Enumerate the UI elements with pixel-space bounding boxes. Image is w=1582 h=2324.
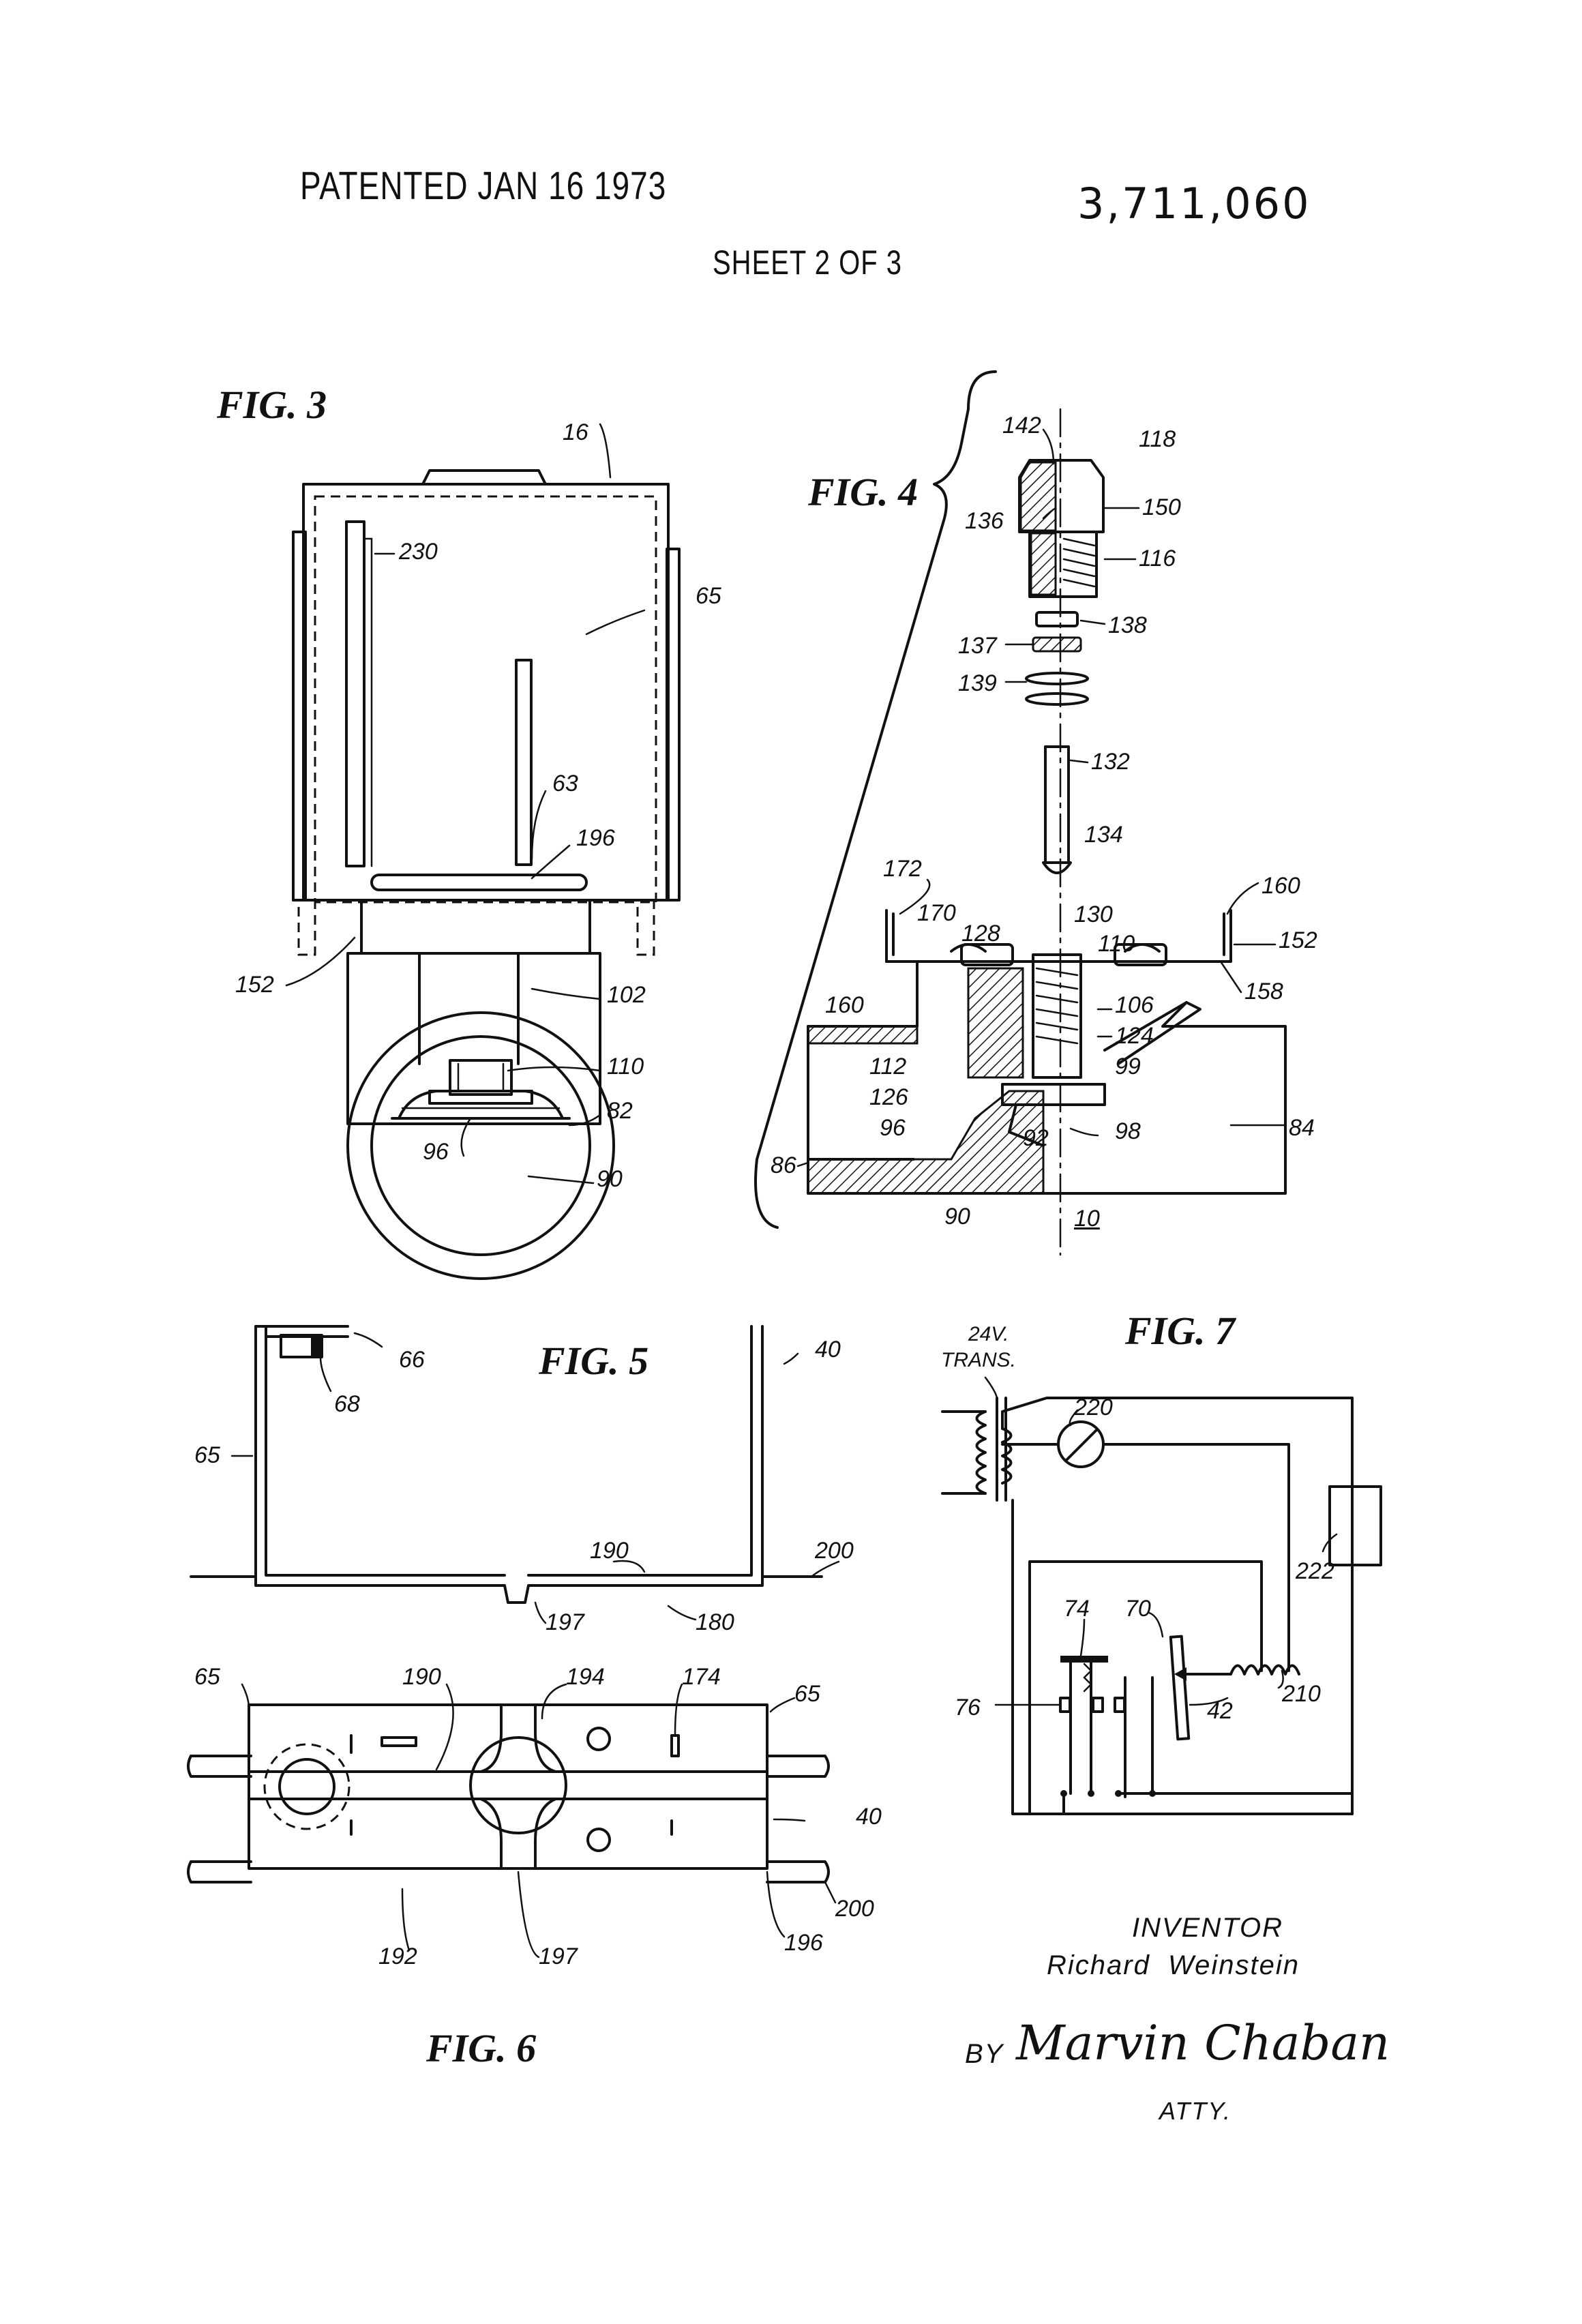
- fig5-title: FIG. 5: [539, 1339, 649, 1383]
- ref-fig4-142: 142: [1002, 413, 1041, 438]
- fig4-drawing: [754, 370, 1287, 1256]
- ref-fig7-trans: TRANS.: [941, 1349, 1017, 1371]
- ref-fig6-194: 194: [566, 1664, 605, 1690]
- ref-fig4-160: 160: [825, 992, 864, 1018]
- ref-fig4-118: 118: [1139, 426, 1176, 452]
- ref-fig4-126: 126: [869, 1084, 908, 1110]
- fig3-title: FIG. 3: [217, 383, 327, 427]
- ref-fig6-65-right: 65: [794, 1681, 820, 1707]
- ref-fig6-65-left: 65: [194, 1664, 220, 1690]
- ref-fig3-63: 63: [552, 771, 578, 796]
- fig6-title: FIG. 6: [426, 2026, 537, 2070]
- ref-fig4-116: 116: [1139, 546, 1176, 571]
- ref-fig6-174: 174: [682, 1664, 721, 1690]
- ref-fig5-180: 180: [696, 1609, 734, 1635]
- ref-fig4-150: 150: [1142, 494, 1181, 520]
- ref-fig4-130: 130: [1074, 902, 1113, 927]
- ref-fig7-70: 70: [1125, 1596, 1151, 1622]
- ref-fig3-65: 65: [696, 583, 721, 609]
- ref-fig6-190: 190: [402, 1664, 441, 1690]
- ref-fig7-24v: 24V.: [968, 1323, 1009, 1345]
- ref-fig3-230: 230: [399, 539, 438, 565]
- ref-fig4-86: 86: [771, 1152, 796, 1178]
- ref-fig3-110: 110: [607, 1054, 644, 1079]
- ref-fig4-98: 98: [1115, 1118, 1141, 1144]
- ref-fig5-68: 68: [334, 1391, 360, 1417]
- ref-fig4-96: 96: [880, 1115, 906, 1141]
- fig5-drawing: [190, 1325, 823, 1604]
- ref-fig5-200: 200: [815, 1538, 854, 1564]
- ref-fig4-138: 138: [1108, 612, 1147, 638]
- ref-fig7-220: 220: [1074, 1395, 1113, 1420]
- ref-fig4-99: 99: [1115, 1054, 1141, 1079]
- leader-lines: [230, 423, 1338, 1958]
- ref-fig4-92: 92: [1023, 1125, 1049, 1151]
- ref-fig4-10: 10: [1074, 1206, 1100, 1232]
- ref-fig7-76: 76: [955, 1695, 981, 1720]
- atty-label: ATTY.: [1159, 2097, 1232, 2125]
- ref-fig4-110: 110: [1098, 931, 1135, 957]
- patent-number: 3,711,060: [1077, 179, 1311, 228]
- ref-fig4-160-top: 160: [1262, 873, 1300, 899]
- ref-fig4-128: 128: [961, 921, 1000, 947]
- ref-fig4-124: 124: [1115, 1023, 1154, 1049]
- ref-fig4-172: 172: [883, 856, 922, 882]
- ref-fig7-222: 222: [1296, 1558, 1334, 1584]
- ref-fig4-106: 106: [1115, 992, 1154, 1018]
- ref-fig4-132: 132: [1091, 749, 1130, 775]
- ref-fig4-112: 112: [869, 1054, 907, 1079]
- fig7-title: FIG. 7: [1125, 1309, 1236, 1353]
- ref-fig6-192: 192: [378, 1943, 417, 1969]
- ref-fig6-40: 40: [856, 1804, 882, 1830]
- ref-fig4-152: 152: [1279, 927, 1317, 953]
- ref-fig3-82: 82: [607, 1098, 633, 1124]
- ref-fig5-65: 65: [194, 1442, 220, 1468]
- ref-fig4-158: 158: [1244, 979, 1283, 1004]
- ref-fig3-16: 16: [563, 419, 588, 445]
- ref-fig3-90: 90: [597, 1166, 623, 1192]
- by-label: BY: [965, 2039, 1004, 2069]
- ref-fig6-200: 200: [835, 1896, 874, 1922]
- ref-fig4-170: 170: [917, 900, 956, 926]
- ref-fig7-74: 74: [1064, 1596, 1090, 1622]
- ref-fig4-136: 136: [965, 508, 1004, 534]
- ref-fig4-134: 134: [1084, 822, 1123, 848]
- ref-fig4-137: 137: [958, 633, 997, 659]
- ref-fig3-196: 196: [576, 825, 615, 851]
- patented-date: PATENTED JAN 16 1973: [300, 163, 667, 208]
- ref-fig5-66: 66: [399, 1347, 425, 1373]
- ref-fig5-190: 190: [590, 1538, 629, 1564]
- ref-fig3-152: 152: [235, 972, 274, 998]
- ref-fig6-196: 196: [784, 1930, 823, 1956]
- inventor-label: INVENTOR: [1132, 1913, 1283, 1943]
- ref-fig5-40: 40: [815, 1337, 841, 1362]
- ref-fig6-197: 197: [539, 1943, 578, 1969]
- inventor-name: Richard Weinstein: [1047, 1950, 1300, 1980]
- ref-fig7-210: 210: [1282, 1681, 1321, 1707]
- ref-fig7-42: 42: [1207, 1698, 1233, 1724]
- ref-fig4-90: 90: [944, 1204, 970, 1230]
- ref-fig4-139: 139: [958, 670, 997, 696]
- fig6-drawing: [187, 1703, 830, 1883]
- ref-fig4-84: 84: [1289, 1115, 1315, 1141]
- attorney-signature: Marvin Chaban: [1016, 2015, 1390, 2071]
- ref-fig3-96: 96: [423, 1139, 449, 1165]
- ref-fig5-197: 197: [546, 1609, 584, 1635]
- ref-fig3-102: 102: [607, 982, 646, 1008]
- fig7-drawing: [941, 1397, 1382, 1815]
- fig3-drawing: [292, 469, 681, 1280]
- fig4-title: FIG. 4: [808, 470, 919, 514]
- sheet-number: SHEET 2 OF 3: [713, 244, 903, 282]
